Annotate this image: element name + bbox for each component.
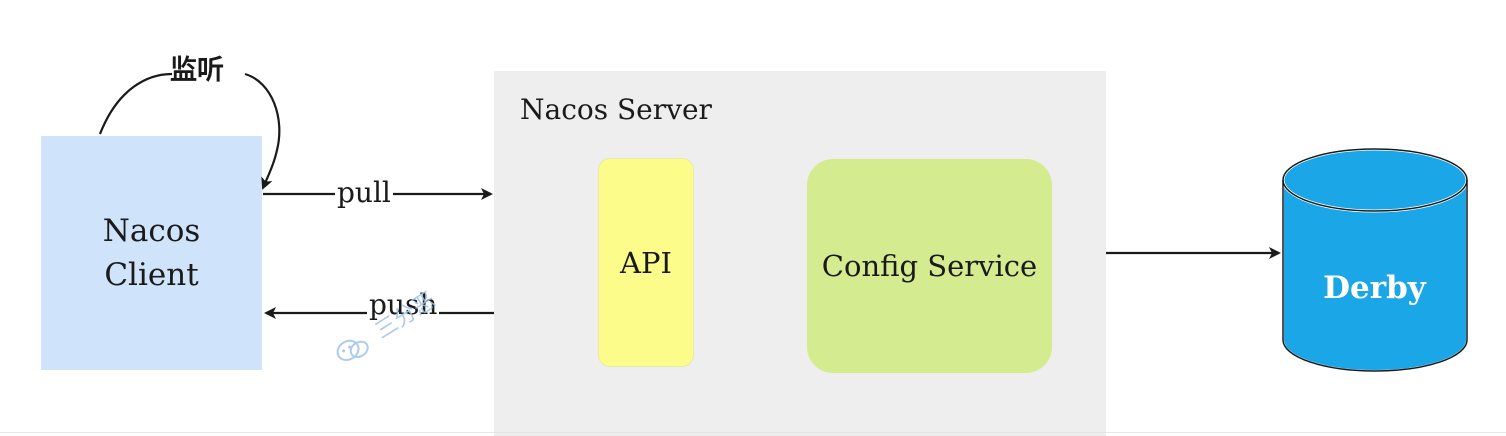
nacos-client-box: Nacos Client	[41, 136, 262, 370]
api-label: API	[620, 245, 672, 280]
derby-label: Derby	[1323, 270, 1426, 306]
chat-bubble-icon	[336, 339, 369, 361]
config-service-label: Config Service	[821, 249, 1038, 283]
server-title: Nacos Server	[520, 93, 712, 126]
client-label-line2: Client	[104, 257, 199, 293]
nacos-server-panel: Nacos Server API Config Service	[494, 71, 1106, 436]
client-label-line1: Nacos	[102, 213, 201, 249]
derby-database-icon	[1281, 147, 1469, 372]
pull-label: pull	[335, 176, 393, 209]
listen-loop-arrow	[98, 72, 281, 188]
watermark: 三分恶	[328, 283, 441, 370]
push-label: push	[367, 288, 440, 321]
api-box: API	[598, 158, 694, 367]
config-service-box: Config Service	[807, 159, 1052, 373]
bottom-divider	[0, 432, 1506, 433]
listen-label: 监听	[170, 55, 224, 86]
